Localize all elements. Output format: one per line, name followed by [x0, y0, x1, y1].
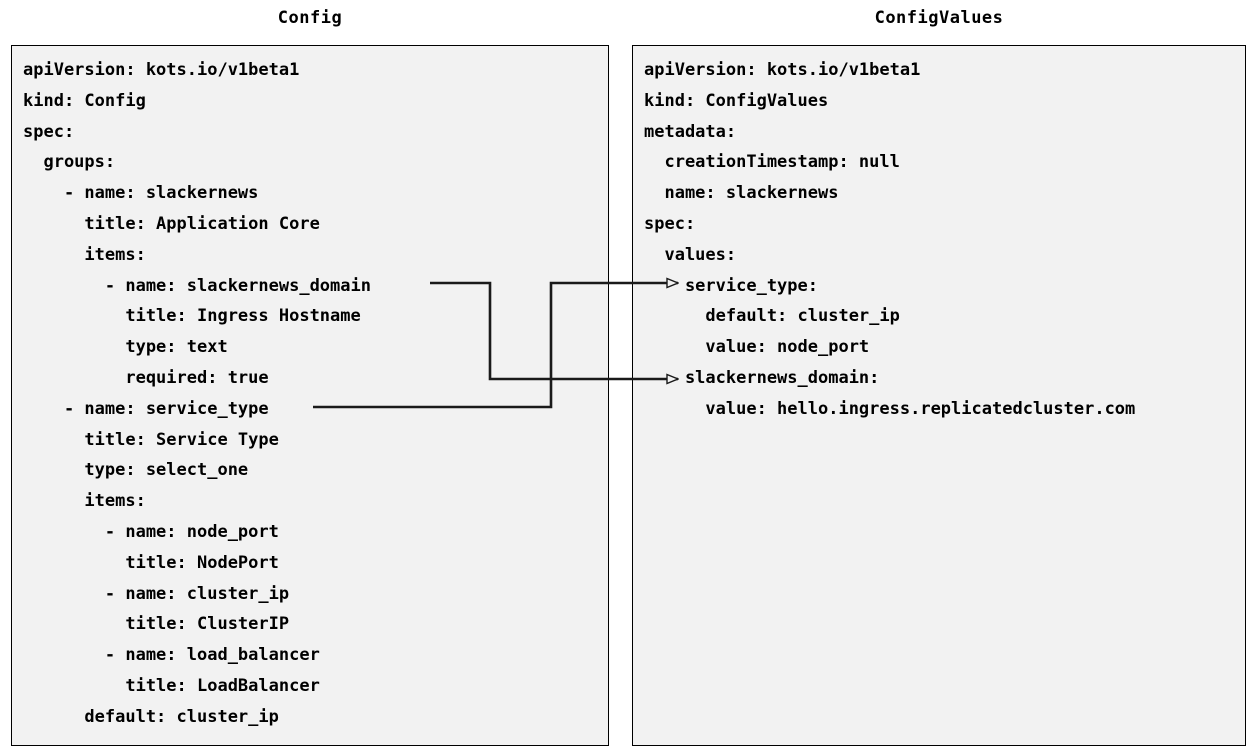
configvalues-yaml-code: apiVersion: kots.io/v1beta1 kind: Config…	[644, 60, 1136, 419]
config-yaml-panel: apiVersion: kots.io/v1beta1 kind: Config…	[11, 45, 609, 746]
configvalues-yaml-panel: apiVersion: kots.io/v1beta1 kind: Config…	[632, 45, 1246, 746]
config-panel-title: Config	[277, 8, 343, 28]
config-yaml-code: apiVersion: kots.io/v1beta1 kind: Config…	[23, 60, 371, 727]
configvalues-panel-title: ConfigValues	[874, 8, 1004, 28]
